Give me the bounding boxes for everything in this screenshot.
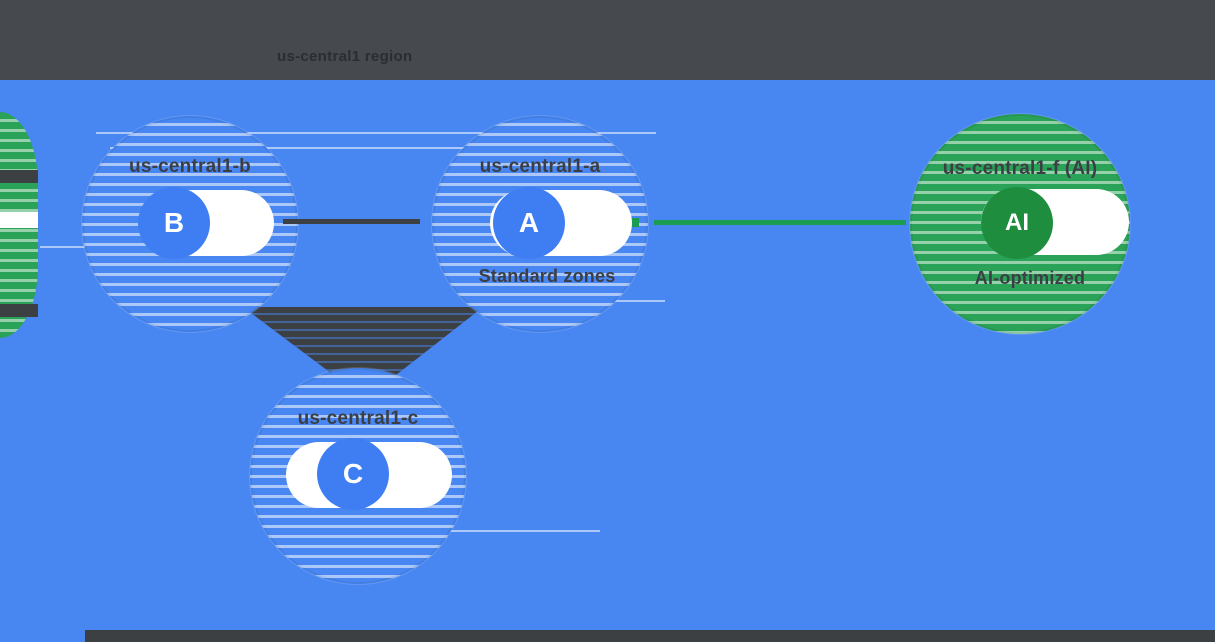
zone-badge-b: B: [138, 187, 210, 259]
ai-zone-fragment-left: [0, 112, 38, 338]
connector-endpoint-dot: [630, 218, 639, 227]
fragment-card-band: [0, 212, 38, 228]
diagram-title: us-central1 region: [277, 48, 413, 65]
scanline-artifact: [96, 132, 656, 134]
zone-label-ai: us-central1-f (AI): [942, 158, 1098, 179]
zone-label-b: us-central1-b: [129, 156, 251, 177]
connector-a-ai: [654, 220, 906, 225]
zone-badge-ai: AI: [981, 187, 1053, 259]
zone-label-a: us-central1-a: [479, 156, 601, 177]
zone-label-c: us-central1-c: [297, 408, 419, 429]
connector-b-a: [283, 219, 420, 224]
zone-badge-c: C: [317, 438, 389, 510]
header-bar: us-central1 region: [0, 0, 1215, 80]
scanline-artifact: [110, 147, 555, 149]
caption-ai-zone: AI-optimized: [974, 268, 1086, 288]
zone-badge-a: A: [493, 187, 565, 259]
bottom-bar-fragment: [85, 630, 1215, 642]
caption-standard-zones: Standard zones: [478, 266, 616, 286]
fragment-caption-band: [0, 304, 38, 317]
fragment-label-band: [0, 170, 38, 183]
